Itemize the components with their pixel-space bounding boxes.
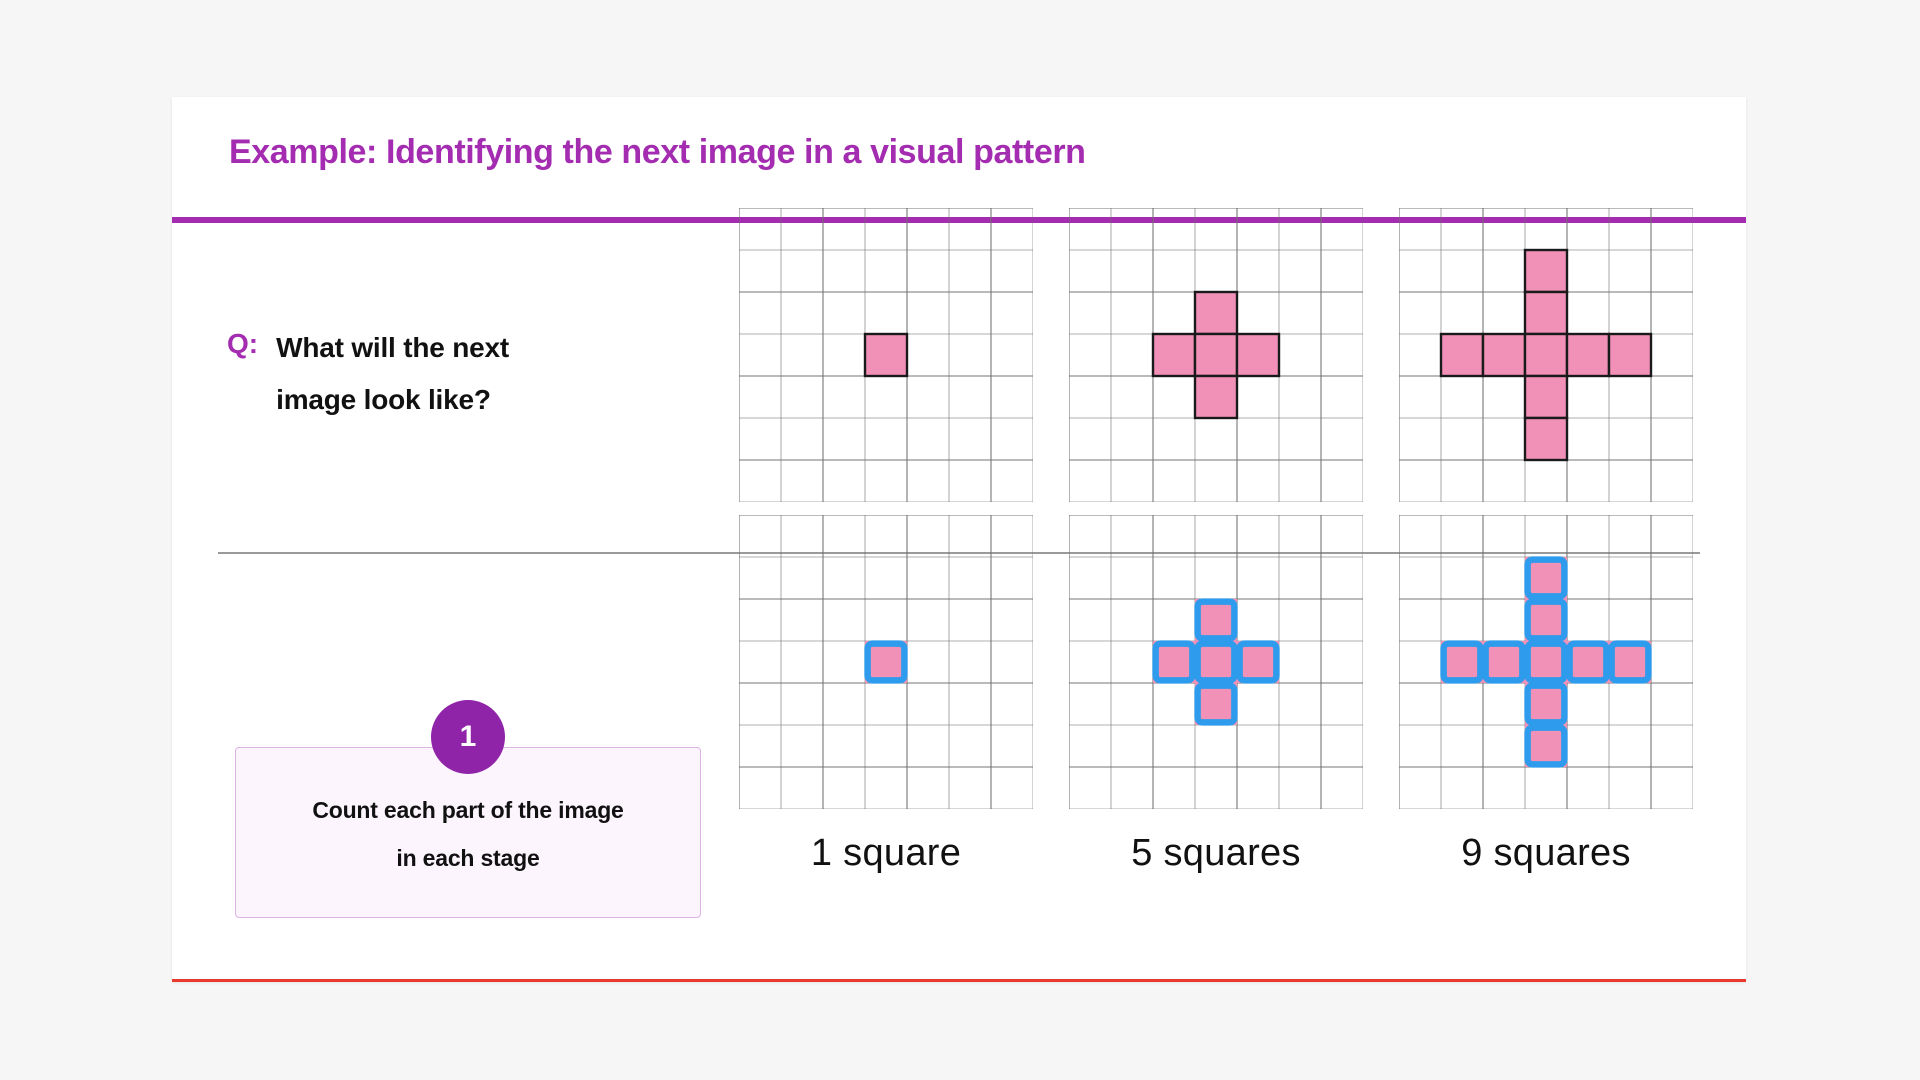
filled-cell: [1525, 683, 1567, 725]
filled-cell: [1481, 332, 1527, 378]
question-block: Q: What will the next image look like?: [227, 322, 697, 426]
pattern-grid-top-row-stage-3: [1399, 208, 1693, 502]
highlight-cell-outline: [1524, 640, 1568, 684]
filled-cell: [1609, 641, 1651, 683]
page-title: Example: Identifying the next image in a…: [229, 133, 1086, 171]
hint-line-1: Count each part of the image: [312, 797, 624, 823]
filled-cell: [1567, 641, 1609, 683]
highlight-cell-outline: [1608, 640, 1652, 684]
stage-caption-1: 1 square: [810, 832, 962, 874]
filled-cell: [1153, 641, 1195, 683]
filled-cell: [1193, 374, 1239, 420]
filled-cells: [1153, 599, 1279, 725]
filled-cell: [1523, 248, 1569, 294]
question-line-2: image look like?: [276, 383, 491, 415]
filled-cell: [1525, 599, 1567, 641]
filled-cell: [1195, 683, 1237, 725]
highlight-cell-outline: [1566, 640, 1610, 684]
filled-cell: [1523, 290, 1569, 336]
highlight-cell-outline: [1524, 598, 1568, 642]
filled-cell: [1483, 641, 1525, 683]
title-underline-rule: [172, 217, 1746, 223]
highlight-cell-outline: [1194, 598, 1238, 642]
count-highlight-outline: [1152, 598, 1280, 726]
filled-cells: [1441, 557, 1651, 767]
filled-cell: [1525, 557, 1567, 599]
filled-cells: [1439, 248, 1653, 462]
filled-cell: [1439, 332, 1485, 378]
highlight-cell-outline: [1152, 640, 1196, 684]
hint-box: Count each part of the image in each sta…: [235, 747, 701, 918]
highlight-cell-outline: [1524, 682, 1568, 726]
pattern-grid-bottom-row-stage-2: [1069, 515, 1363, 809]
question-text: What will the next image look like?: [276, 322, 509, 426]
highlight-cell-outline: [1440, 640, 1484, 684]
filled-cell: [1195, 599, 1237, 641]
question-marker: Q:: [227, 328, 259, 359]
filled-cell: [1195, 641, 1237, 683]
filled-cell: [1193, 332, 1239, 378]
count-highlight-outline: [864, 640, 908, 684]
highlight-cell-outline: [1194, 640, 1238, 684]
hint-callout: 1 Count each part of the image in each s…: [235, 700, 701, 918]
filled-cell: [1607, 332, 1653, 378]
filled-cell: [1565, 332, 1611, 378]
count-highlight-outline: [1440, 556, 1652, 768]
filled-cell: [863, 332, 909, 378]
filled-cell: [1523, 374, 1569, 420]
filled-cell: [1523, 332, 1569, 378]
pattern-grid-bottom-row-stage-3: [1399, 515, 1693, 809]
filled-cell: [1441, 641, 1483, 683]
filled-cell: [865, 641, 907, 683]
filled-cell: [1235, 332, 1281, 378]
highlight-cell-outline: [1482, 640, 1526, 684]
content-card: Example: Identifying the next image in a…: [172, 97, 1746, 982]
grid-lines: [1069, 208, 1363, 502]
filled-cells: [865, 641, 907, 683]
highlight-cell-outline: [1524, 724, 1568, 768]
filled-cells: [1151, 290, 1281, 420]
highlight-cell-outline: [1194, 682, 1238, 726]
filled-cell: [1525, 641, 1567, 683]
filled-cell: [1237, 641, 1279, 683]
highlight-cell-outline: [864, 640, 908, 684]
question-line-1: What will the next: [276, 332, 509, 363]
filled-cells: [863, 332, 909, 378]
pattern-grid-top-row-stage-1: [739, 208, 1033, 502]
highlight-cell-outline: [1524, 556, 1568, 600]
pattern-grid-bottom-row-stage-1: [739, 515, 1033, 809]
filled-cell: [1523, 416, 1569, 462]
filled-cell: [1525, 725, 1567, 767]
highlight-cell-outline: [1236, 640, 1280, 684]
pattern-grid-top-row-stage-2: [1069, 208, 1363, 502]
stage-caption-2: 5 squares: [1131, 832, 1301, 874]
filled-cell: [1193, 290, 1239, 336]
section-divider: [218, 552, 1700, 554]
stage-caption-3: 9 squares: [1461, 832, 1631, 874]
card-bottom-rule: [172, 979, 1746, 982]
filled-cell: [1151, 332, 1197, 378]
step-number-badge: 1: [431, 700, 505, 774]
hint-line-2: in each stage: [396, 845, 540, 872]
